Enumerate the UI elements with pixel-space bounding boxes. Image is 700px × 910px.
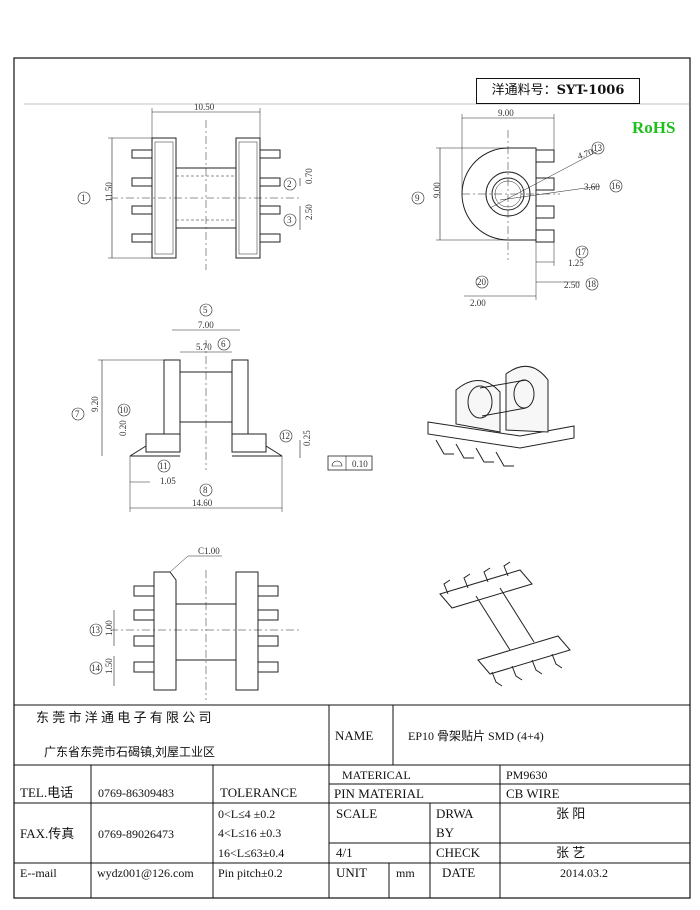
part-number-label: 洋通料号： <box>491 83 557 98</box>
check-label: CHECK <box>436 845 481 860</box>
side-view <box>71 303 373 512</box>
material-value: PM9630 <box>506 768 547 782</box>
tel-label: TEL.电话 <box>20 785 73 800</box>
dim-side-flange: 7.00 <box>198 320 214 330</box>
front-view <box>77 108 301 270</box>
dim-front-pitch: 0.70 <box>304 168 314 184</box>
pin-material-label: PIN MATERIAL <box>334 786 424 801</box>
email-value: wydz001@126.com <box>97 866 194 880</box>
scale-label: SCALE <box>336 806 377 821</box>
dim-side-pin-h: 0.20 <box>118 420 128 436</box>
balloon-side-7: 7 <box>75 409 80 419</box>
dim-bottom-pad: 1.00 <box>104 620 114 636</box>
balloon-end-9: 9 <box>415 193 420 203</box>
fax-label: FAX.传真 <box>20 826 74 841</box>
tolerance-range-3: 16<L≤63±0.4 <box>218 846 284 860</box>
dim-front-width: 10.50 <box>194 102 215 112</box>
dim-bottom-chamfer: C1.00 <box>198 546 220 556</box>
tel-value: 0769-86309483 <box>98 786 174 800</box>
balloon-side-12: 12 <box>281 431 290 441</box>
balloon-side-6: 6 <box>221 339 226 349</box>
sheet-frame <box>13 57 691 899</box>
unit-label: UNIT <box>336 865 367 880</box>
rohs-mark: RoHS <box>632 118 676 137</box>
fax-value: 0769-89026473 <box>98 827 174 841</box>
balloon-front-1: 1 <box>81 193 86 203</box>
balloon-side-10: 10 <box>119 405 129 415</box>
bottom-view <box>89 555 300 700</box>
dim-side-foot: 1.05 <box>160 476 176 486</box>
date-value: 2014.03.2 <box>560 866 608 880</box>
material-label: MATERICAL <box>342 768 411 782</box>
tolerance-range-2: 4<L≤16 ±0.3 <box>218 826 281 840</box>
pin-material-value: CB WIRE <box>506 786 560 801</box>
drawn-label-1: DRWA <box>436 806 474 821</box>
drawn-value: 张 阳 <box>556 806 585 821</box>
date-label: DATE <box>442 865 475 880</box>
dim-front-height: 11.50 <box>104 182 114 202</box>
iso-view-top <box>427 365 575 467</box>
part-number-box: 洋通料号：SYT-1006 <box>476 78 640 104</box>
dim-bottom-pitch: 1.50 <box>104 658 114 674</box>
part-number-value: SYT-1006 <box>556 83 625 98</box>
company-name: 东 莞 市 洋 通 电 子 有 限 公 司 <box>36 710 212 725</box>
email-label: E--mail <box>20 866 57 880</box>
balloon-end-18: 18 <box>587 279 597 289</box>
balloon-end-17: 17 <box>577 247 587 257</box>
dim-end-offset: 2.00 <box>470 298 486 308</box>
company-address: 广东省东莞市石碣镇,刘屋工业区 <box>44 744 215 759</box>
flatness-value: 0.10 <box>352 459 368 469</box>
dim-end-height: 9.00 <box>432 182 442 198</box>
dim-end-inner-dia: 3.60 <box>584 182 600 192</box>
drawn-label-2: BY <box>436 825 455 840</box>
name-label: NAME <box>335 728 373 743</box>
tolerance-pin-pitch: Pin pitch±0.2 <box>218 866 283 880</box>
unit-value: mm <box>396 866 415 880</box>
tolerance-range-1: 0<L≤4 ±0.2 <box>218 807 275 821</box>
scale-value: 4/1 <box>336 845 353 860</box>
dim-end-pin-width: 1.25 <box>568 258 584 268</box>
balloon-side-5: 5 <box>203 305 208 315</box>
balloon-side-11: 11 <box>159 461 168 471</box>
dim-end-width: 9.00 <box>498 108 514 118</box>
title-block-grid <box>14 704 690 898</box>
balloon-bottom-13: 13 <box>91 625 101 635</box>
end-view <box>411 114 623 300</box>
dim-side-overall: 14.60 <box>192 498 213 508</box>
balloon-front-3: 3 <box>287 215 292 225</box>
dim-side-core: 5.70 <box>196 342 212 352</box>
dim-side-height: 9.20 <box>90 396 100 412</box>
balloon-side-8: 8 <box>203 485 208 495</box>
dim-end-pin-gap: 2.50 <box>564 280 580 290</box>
dim-front-pad: 2.50 <box>304 204 314 220</box>
iso-view-bottom <box>439 561 571 687</box>
name-value: EP10 骨架贴片 SMD (4+4) <box>408 729 544 743</box>
tolerance-label: TOLERANCE <box>220 785 297 800</box>
check-value: 张 艺 <box>556 845 585 860</box>
balloon-end-13: 13 <box>593 143 603 153</box>
balloon-front-2: 2 <box>287 179 292 189</box>
dim-side-pin-t: 0.25 <box>302 430 312 446</box>
balloon-bottom-14: 14 <box>91 663 101 673</box>
balloon-end-20: 20 <box>477 277 487 287</box>
balloon-end-16: 16 <box>611 181 621 191</box>
